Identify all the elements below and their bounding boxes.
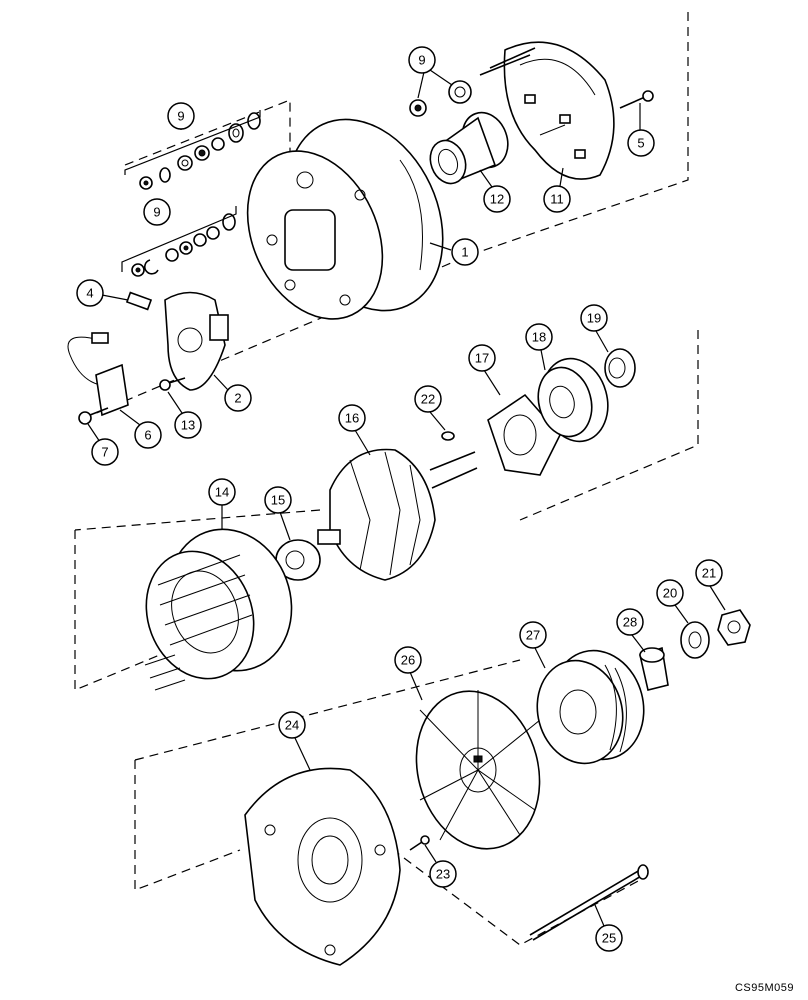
- callout-5: 5: [627, 103, 655, 157]
- callout-12: 12: [479, 169, 511, 213]
- svg-text:17: 17: [475, 351, 489, 366]
- callout-2: 2: [213, 374, 252, 412]
- drawing-code: CS95M059: [734, 982, 794, 994]
- svg-text:14: 14: [215, 485, 229, 500]
- svg-text:5: 5: [637, 136, 644, 151]
- callout-15: 15: [264, 486, 292, 541]
- callout-16: 16: [338, 404, 371, 456]
- seal-part-19: [604, 348, 636, 388]
- svg-text:15: 15: [271, 493, 285, 508]
- regulator-part: [164, 291, 229, 391]
- callout-19: 19: [580, 304, 609, 353]
- spacer-part-28: [639, 646, 669, 691]
- key-part-22: [441, 431, 455, 441]
- callout-27: 27: [519, 621, 547, 669]
- screw-part-7: [78, 407, 109, 425]
- nut-washer-stack-upper: [139, 112, 261, 190]
- brush-holder-part: [125, 291, 153, 311]
- washer-part-20: [680, 621, 710, 659]
- screw-part-5: [619, 90, 654, 109]
- callout-9-top: 9: [408, 46, 453, 99]
- callout-28: 28: [616, 608, 646, 653]
- callout-11: 11: [543, 167, 571, 213]
- callout-14: 14: [208, 478, 236, 530]
- callout-22: 22: [414, 385, 446, 431]
- svg-text:1: 1: [461, 245, 468, 260]
- callout-21: 21: [695, 559, 726, 611]
- svg-text:13: 13: [181, 418, 195, 433]
- svg-text:23: 23: [436, 867, 450, 882]
- svg-text:12: 12: [490, 192, 504, 207]
- callout-24: 24: [278, 711, 311, 771]
- pulley-part: [536, 649, 645, 765]
- svg-text:9: 9: [418, 53, 425, 68]
- fan-part: [415, 690, 541, 850]
- sleeve-part: [429, 111, 509, 185]
- svg-text:20: 20: [663, 586, 677, 601]
- screw-part-13: [159, 377, 186, 391]
- callout-26: 26: [394, 646, 423, 701]
- nut-pair-top: [409, 80, 472, 117]
- callout-9-upper: 9: [124, 102, 261, 175]
- callout-4: 4: [76, 279, 129, 307]
- wire-lead-part: [67, 332, 129, 417]
- svg-text:2: 2: [234, 391, 241, 406]
- callout-9-lower: 9: [121, 198, 237, 272]
- svg-text:9: 9: [177, 109, 184, 124]
- rectifier-plate-part: [479, 41, 615, 180]
- screw-part-23: [409, 835, 430, 851]
- svg-text:11: 11: [550, 192, 564, 207]
- nut-part-21: [717, 609, 751, 646]
- svg-text:4: 4: [86, 286, 93, 301]
- svg-text:27: 27: [526, 628, 540, 643]
- svg-text:22: 22: [421, 392, 435, 407]
- svg-text:19: 19: [587, 311, 601, 326]
- callout-13: 13: [167, 391, 202, 439]
- svg-text:9: 9: [153, 205, 160, 220]
- rear-housing-part: [246, 118, 444, 320]
- callout-17: 17: [468, 344, 501, 396]
- callout-6: 6: [119, 409, 162, 449]
- nut-washer-stack-lower: [131, 213, 236, 277]
- svg-text:7: 7: [101, 445, 108, 460]
- callout-23: 23: [424, 844, 457, 888]
- bearing-part-15: [275, 539, 321, 581]
- callout-20: 20: [656, 579, 689, 624]
- svg-text:6: 6: [144, 428, 151, 443]
- drive-end-housing-part: [244, 767, 401, 966]
- rotor-part: [317, 448, 478, 581]
- svg-text:24: 24: [285, 718, 299, 733]
- svg-text:28: 28: [623, 615, 637, 630]
- callout-7: 7: [87, 423, 119, 466]
- assembly-boundary-lines: [74, 12, 699, 946]
- bearing-part-18: [537, 357, 609, 443]
- svg-text:21: 21: [702, 566, 716, 581]
- stator-part: [144, 528, 293, 691]
- svg-text:25: 25: [602, 931, 616, 946]
- svg-text:26: 26: [401, 653, 415, 668]
- callout-25: 25: [594, 904, 623, 952]
- svg-text:16: 16: [345, 411, 359, 426]
- svg-text:18: 18: [532, 330, 546, 345]
- through-bolt-part-25: [529, 864, 649, 941]
- callout-18: 18: [525, 323, 553, 371]
- callout-1: 1: [429, 238, 479, 266]
